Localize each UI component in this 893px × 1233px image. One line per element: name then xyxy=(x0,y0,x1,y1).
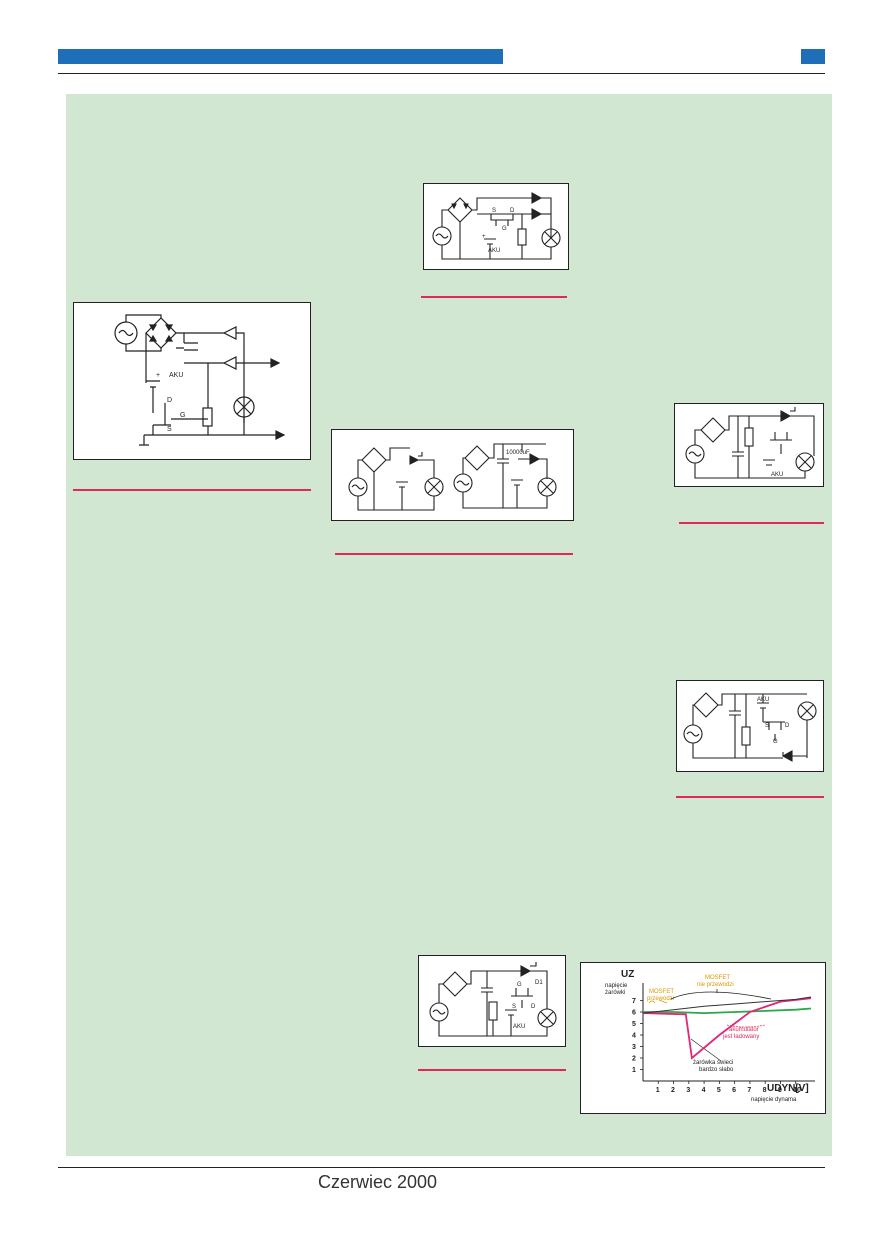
header-bar-left xyxy=(58,49,503,64)
x-tick-label: 2 xyxy=(671,1087,675,1094)
y-tick-label: 1 xyxy=(632,1067,636,1074)
caption-rule-d xyxy=(679,522,824,524)
caption-rule-b xyxy=(421,296,567,298)
circuit-figure-f: D1 G S D AKU xyxy=(418,955,566,1047)
label-g: G xyxy=(502,226,507,232)
label-aku: AKU xyxy=(513,1024,525,1030)
y-tick-label: 5 xyxy=(632,1021,636,1028)
circuit-a-drawing: + AKU D S G xyxy=(114,314,286,446)
y-tick-label: 2 xyxy=(632,1056,636,1063)
circuit-figure-e: AKU S D G xyxy=(676,680,824,772)
x-axis-title: UDYN[V] xyxy=(767,1083,809,1094)
label-plus: + xyxy=(156,372,160,379)
graph-axes: 1 2 3 4 5 6 7 8 9 10 1 2 3 4 5 6 7 xyxy=(632,983,815,1094)
ann-mosfet-off-1: MOSFET xyxy=(705,975,730,981)
brace-mosfet-off xyxy=(670,989,772,1000)
caption-rule-c xyxy=(335,553,573,555)
label-aku: AKU xyxy=(771,472,783,478)
y-tick-label: 7 xyxy=(632,998,636,1005)
circuit-figure-b: S D G + AKU xyxy=(423,183,569,270)
y-axis-sub1: napięcie xyxy=(605,983,628,989)
ann-mosfet-off-2: nie przewodzi xyxy=(697,982,734,988)
footer-rule xyxy=(58,1167,825,1168)
label-s: S xyxy=(512,1004,516,1010)
label-s: S xyxy=(492,208,496,214)
caption-rule-e xyxy=(676,796,824,798)
x-tick-label: 9 xyxy=(778,1087,782,1094)
series-line-3 xyxy=(642,996,812,1014)
graph-series xyxy=(642,996,812,1060)
x-tick-label: 7 xyxy=(747,1087,751,1094)
x-tick-label: 4 xyxy=(702,1087,706,1094)
leader-dim xyxy=(690,1038,722,1062)
circuit-figure-c: 10000uF xyxy=(331,429,574,521)
y-tick-label: 3 xyxy=(632,1044,636,1051)
label-aku: AKU xyxy=(488,248,500,254)
label-plus: + xyxy=(482,234,486,240)
label-cap: 10000uF xyxy=(506,450,530,456)
series-line-2 xyxy=(642,997,812,1060)
brace-charging xyxy=(726,1024,766,1028)
circuit-figure-d: AKU xyxy=(674,403,824,487)
circuit-e-drawing: AKU S D G xyxy=(683,692,817,762)
ann-mosfet-on-2: przewodzi xyxy=(647,996,674,1002)
caption-rule-f xyxy=(418,1069,566,1071)
header-bar-right xyxy=(801,49,825,64)
x-tick-label: 10 xyxy=(793,1087,801,1094)
label-d: D xyxy=(531,1004,536,1010)
ann-dim-1: żarówka świeci xyxy=(693,1060,733,1066)
label-d: D xyxy=(785,723,790,729)
brace-mosfet-on xyxy=(648,999,668,1004)
series-line-1 xyxy=(643,1007,812,1015)
circuit-figure-a: + AKU D S G xyxy=(73,302,311,460)
label-d: D xyxy=(510,208,515,214)
circuit-d-drawing: AKU xyxy=(685,407,815,479)
circuit-c-drawing: 10000uF xyxy=(348,443,557,511)
x-tick-label: 3 xyxy=(686,1087,690,1094)
label-g: G xyxy=(773,739,778,745)
y-tick-label: 6 xyxy=(632,1010,636,1017)
ann-charging-2: jest ładowany xyxy=(722,1034,759,1040)
footer-issue: Czerwiec 2000 xyxy=(318,1172,438,1192)
y-axis-title: UZ xyxy=(621,969,634,980)
x-tick-label: 5 xyxy=(717,1087,721,1094)
x-tick-label: 1 xyxy=(656,1087,660,1094)
x-tick-label: 8 xyxy=(763,1087,767,1094)
voltage-graph: UZ napięcie żarówki UDYN[V] napięcie dyn… xyxy=(580,962,826,1114)
caption-rule-a xyxy=(73,489,311,491)
label-s: S xyxy=(167,426,172,433)
label-d1: D1 xyxy=(535,980,543,986)
graph-canvas: UZ napięcie żarówki UDYN[V] napięcie dyn… xyxy=(605,969,815,1103)
label-aku: AKU xyxy=(169,372,183,379)
y-axis-sub2: żarówki xyxy=(605,990,625,996)
header-rule xyxy=(58,73,825,74)
ann-dim-2: bardzo słabo xyxy=(699,1067,734,1073)
label-g: G xyxy=(180,412,185,419)
label-s: S xyxy=(765,723,769,729)
ann-mosfet-on-1: MOSFET xyxy=(649,989,674,995)
circuit-f-drawing: D1 G S D AKU xyxy=(429,962,557,1037)
circuit-b-drawing: S D G + AKU xyxy=(432,192,561,260)
x-axis-sub: napięcie dynama xyxy=(751,1097,797,1103)
ann-charging-1: akumulator xyxy=(729,1027,759,1033)
label-g: G xyxy=(517,982,522,988)
label-aku: AKU xyxy=(757,697,769,703)
y-tick-label: 4 xyxy=(632,1033,636,1040)
label-d: D xyxy=(167,397,172,404)
x-tick-label: 6 xyxy=(732,1087,736,1094)
